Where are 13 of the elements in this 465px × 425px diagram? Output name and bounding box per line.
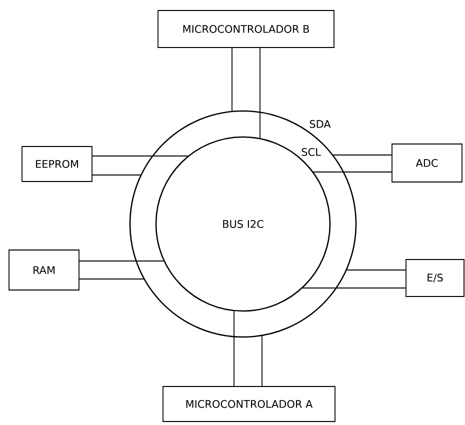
component-box: MICROCONTROLADOR B [158, 10, 334, 48]
component-box: EEPROM [22, 146, 92, 182]
component-box: E/S [406, 259, 464, 297]
component-box: RAM [8, 250, 80, 290]
component-box: ADC [392, 144, 462, 182]
wire [79, 260, 165, 262]
wire [332, 154, 392, 156]
line-label: SCL [302, 148, 321, 156]
bus-ring [129, 110, 357, 338]
wire [92, 174, 142, 176]
component-box: MICROCONTROLADOR A [162, 386, 336, 422]
line-label: SDA [310, 120, 331, 128]
wire [79, 278, 145, 280]
